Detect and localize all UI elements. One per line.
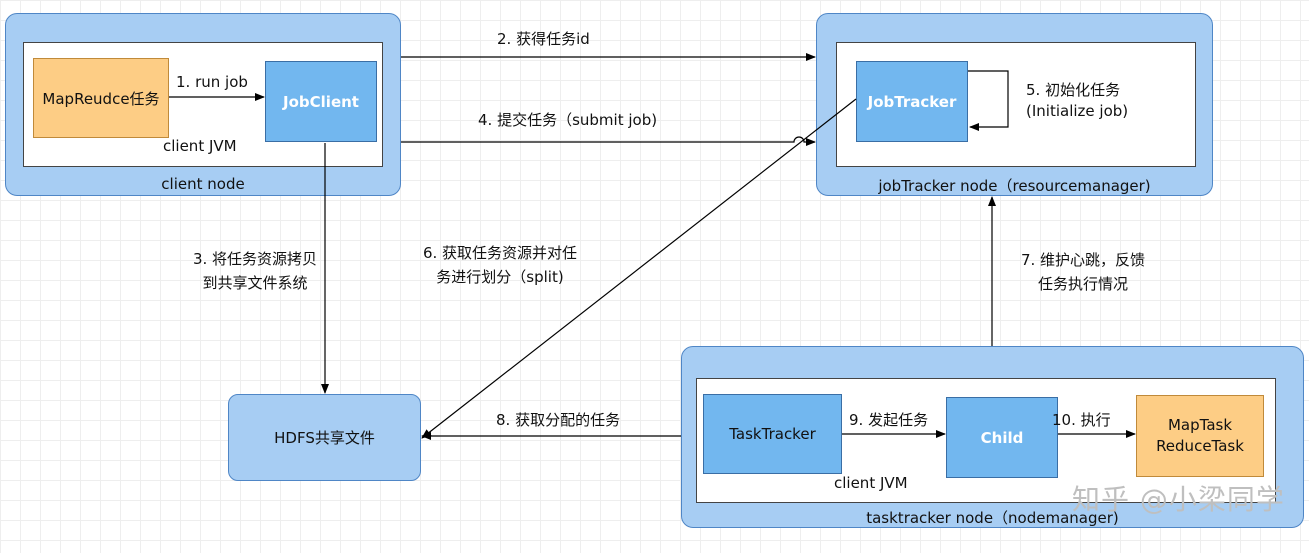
step-2-label: 2. 获得任务id: [497, 30, 590, 48]
step-5-label-line1: 5. 初始化任务: [1026, 81, 1121, 99]
step-6-label-line1: 6. 获取任务资源并对任: [422, 244, 578, 262]
step-3-label-line1: 3. 将任务资源拷贝: [192, 250, 318, 268]
mapreduce-task-label: MapReudce任务: [42, 89, 160, 108]
step-1-label: 1. run job: [176, 73, 248, 91]
step-10-label: 10. 执行: [1052, 411, 1111, 429]
hdfs-box: HDFS共享文件: [228, 394, 421, 481]
maptask-label: MapTask: [1167, 416, 1233, 434]
jobclient-label: JobClient: [283, 92, 359, 111]
maptask-reducetask-box: MapTask ReduceTask: [1136, 395, 1264, 477]
mapreduce-task-box: MapReudce任务: [33, 58, 169, 138]
step-7-label-line2: 任务执行情况: [1037, 275, 1128, 293]
step-7-label-line1: 7. 维护心跳，反馈: [1020, 251, 1146, 269]
reducetask-label: ReduceTask: [1156, 437, 1244, 455]
step-5-label-line2: (Initialize job): [1026, 102, 1129, 120]
step-6-label-line2: 务进行划分（split): [436, 268, 564, 286]
tasktracker-jvm-label: client JVM: [834, 474, 908, 492]
watermark: 知乎 @小梁同学: [1072, 483, 1285, 516]
step-4-label: 4. 提交任务（submit job): [478, 111, 658, 129]
step-8-label: 8. 获取分配的任务: [496, 411, 621, 429]
jobtracker-box: JobTracker: [856, 61, 968, 142]
step-3-label-line2: 到共享文件系统: [202, 274, 308, 292]
arrow-split-resources: [421, 98, 857, 439]
arrow-submit-job: [401, 136, 816, 146]
arrow-initialize-job: [968, 70, 1009, 131]
jobclient-box: JobClient: [265, 61, 377, 142]
tasktracker-label: TaskTracker: [729, 425, 816, 443]
jobtracker-node-label: jobTracker node（resourcemanager): [878, 177, 1151, 195]
jobtracker-label: JobTracker: [867, 92, 957, 111]
client-jvm-label: client JVM: [163, 137, 237, 155]
client-node-label: client node: [161, 175, 245, 193]
tasktracker-node-label: tasktracker node（nodemanager): [866, 509, 1119, 527]
hdfs-label: HDFS共享文件: [274, 429, 375, 447]
tasktracker-box: TaskTracker: [703, 394, 842, 474]
child-box: Child: [946, 397, 1058, 478]
step-9-label: 9. 发起任务: [849, 411, 929, 429]
child-label: Child: [980, 428, 1024, 447]
